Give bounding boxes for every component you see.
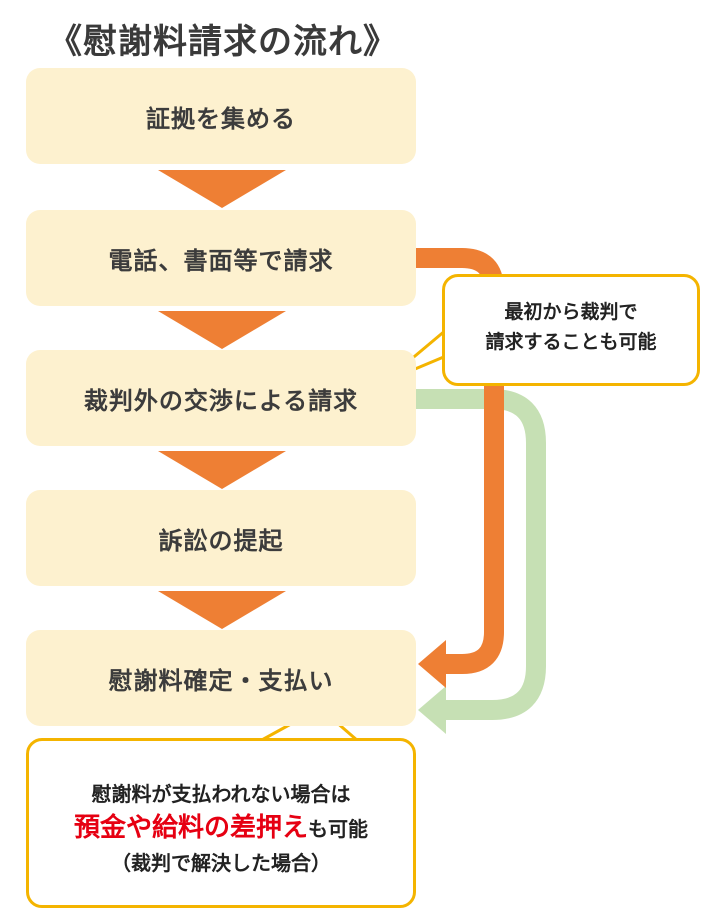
green-bypass-arrow [416,389,546,720]
callout-top-line1: 最初から裁判で [504,301,638,323]
callout-bottom-line2: 預金や給料の差押えも可能 [29,811,413,846]
step-collect-evidence: 証拠を集める [26,68,416,164]
callout-top-line2: 請求することも可能 [485,331,657,353]
page-title: 《慰謝料請求の流れ》 [48,22,398,62]
step-phone-letter-request: 電話、書面等で請求 [26,210,416,306]
callout-bottom-line3: （裁判で解決した場合） [111,851,331,875]
step-file-lawsuit: 訴訟の提起 [26,490,416,586]
callout-line2-suffix: も可能 [308,817,368,841]
down-arrow-2 [158,311,286,349]
down-arrow-3 [158,451,286,489]
callout-highlight: 預金や給料の差押え [73,813,308,843]
down-arrow-4 [158,591,286,629]
callout-bottom-line1: 慰謝料が支払われない場合は [91,782,351,806]
orange-arrowhead [418,640,446,688]
callout-garnishment: 慰謝料が支払われない場合は 預金や給料の差押えも可能 （裁判で解決した場合） [26,738,416,908]
down-arrow-1 [158,170,286,208]
green-arrowhead [418,686,446,734]
orange-bypass-arrow [416,248,504,674]
callout-court-from-start: 最初から裁判で 請求することも可能 [442,274,700,386]
step-out-of-court-negotiation: 裁判外の交渉による請求 [26,350,416,446]
step-settlement-payment: 慰謝料確定・支払い [26,630,416,726]
